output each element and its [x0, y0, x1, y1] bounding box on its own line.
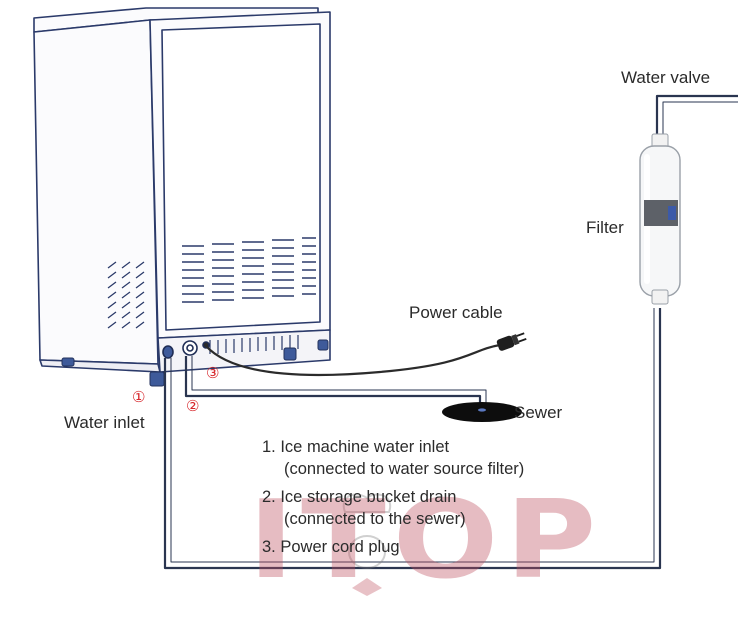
- filter-icon: [639, 133, 681, 305]
- water-valve-pipe: [655, 94, 738, 138]
- base-grill: [209, 335, 299, 354]
- marker-3: ③: [206, 364, 220, 382]
- marker-1: ①: [132, 388, 146, 406]
- ice-machine: [33, 7, 331, 373]
- front-vents: [182, 237, 316, 303]
- filter-label: Filter: [586, 218, 624, 237]
- power-cable-line: [205, 343, 501, 377]
- legend-item-1: 1. Ice machine water inlet: [262, 438, 450, 456]
- water-inlet-label: Water inlet: [64, 413, 145, 432]
- legend-item-2-note: (connected to the sewer): [284, 510, 466, 528]
- water-supply-pipe: [163, 308, 662, 570]
- power-plug-icon: [496, 332, 527, 351]
- sewer-label: Sewer: [514, 403, 563, 422]
- legend-list: 1. Ice machine water inlet (connected to…: [262, 436, 524, 558]
- marker-2: ②: [186, 397, 200, 415]
- legend-item-2: 2. Ice storage bucket drain: [262, 488, 457, 506]
- legend-item-1-note: (connected to water source filter): [284, 460, 525, 478]
- power-cable-label: Power cable: [409, 303, 503, 322]
- legend-item-3: 3. Power cord plug: [262, 538, 400, 556]
- drain-pipe: [184, 356, 487, 406]
- sewer-drain-icon: [442, 402, 522, 422]
- watermark-logo: ITOP: [248, 478, 604, 603]
- water-valve-label: Water valve: [621, 68, 711, 87]
- side-vents: [107, 261, 145, 329]
- machine-feet: [61, 339, 329, 387]
- watermark-chef-icon: [342, 493, 392, 596]
